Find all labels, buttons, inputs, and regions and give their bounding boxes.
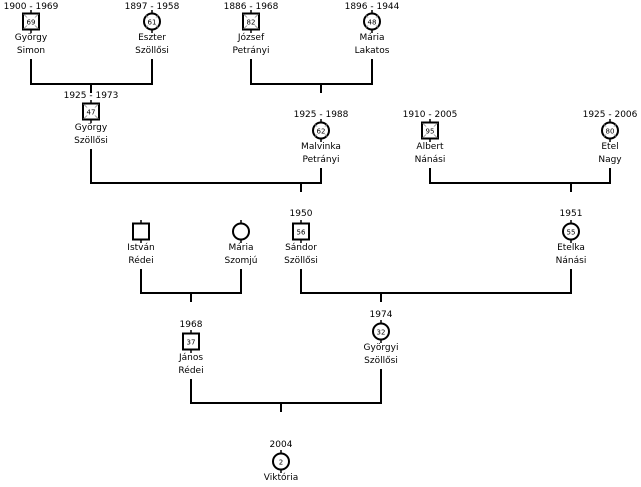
age-label: 32 [377,329,386,337]
person-years: 1897 - 1958 [124,2,180,12]
person-last-name: Szomjú [224,256,258,266]
person-last-name: Petrányi [232,46,270,56]
person-first-name: György [74,123,108,133]
age-label: 55 [567,229,576,237]
person-first-name: József [237,33,265,43]
person-years: 1900 - 1969 [3,2,59,12]
age-label: 82 [247,19,256,27]
person-last-name: Szöllősi [135,46,169,56]
person-years: 1886 - 1968 [223,2,279,12]
person-years: 2004 [269,440,293,450]
person-last-name: Szöllősi [284,256,318,266]
person-last-name: Nagy [598,155,622,165]
person-last-name: Nánási [414,155,446,165]
person-first-name: Albert [416,142,444,152]
person-last-name: Rédei [128,256,154,266]
person-first-name: Mária [359,33,385,43]
person-last-name: Lakatos [354,46,390,56]
person-first-name: Mária [228,243,254,253]
person-first-name: Sándor [285,243,317,253]
person-first-name: Eszter [138,33,166,43]
female-circle-icon[interactable]: 32 [370,320,393,343]
person-first-name: Malvinka [301,142,341,152]
person-last-name: Szöllősi [364,356,398,366]
person-last-name: Petrányi [302,155,340,165]
age-label: 69 [27,19,36,27]
age-label: 62 [317,128,326,136]
female-circle-icon[interactable]: 48 [361,10,384,33]
person-years: 1950 [289,209,313,219]
person-years: 1910 - 2005 [402,110,458,120]
age-label: 95 [426,128,435,136]
age-label: 47 [87,109,96,117]
person-years: 1968 [179,320,203,330]
person-first-name: Etel [601,142,619,152]
male-square-icon[interactable]: 47 [80,100,103,123]
person-first-name: Györgyi [363,343,399,353]
age-label: 2 [279,459,283,467]
female-circle-icon[interactable]: 61 [141,10,164,33]
person-years: 1896 - 1944 [344,2,400,12]
age-label: 56 [297,229,306,237]
age-label: 37 [187,339,196,347]
female-circle-icon[interactable] [230,220,253,243]
person-first-name: György [14,33,48,43]
age-label: 80 [606,128,615,136]
person-years: 1925 - 1973 [63,91,119,101]
person-last-name: Simon [16,46,46,56]
person-first-name: Etelka [557,243,585,253]
female-circle-icon[interactable]: 80 [599,119,622,142]
person-first-name: Viktória [263,473,299,483]
female-circle-icon[interactable]: 62 [310,119,333,142]
age-label: 48 [368,19,377,27]
male-square-icon[interactable]: 56 [290,220,313,243]
female-circle-icon[interactable]: 55 [560,220,583,243]
person-first-name: János [178,353,204,363]
male-square-icon[interactable]: 95 [419,119,442,142]
person-years: 1925 - 2006 [582,110,638,120]
person-last-name: Rédei [178,366,204,376]
person-years: 1974 [369,310,393,320]
male-square-icon[interactable]: 69 [20,10,43,33]
female-circle-icon[interactable]: 2 [270,450,293,473]
person-last-name: Szöllősi [74,136,108,146]
person-years: 1925 - 1988 [293,110,349,120]
male-square-icon[interactable] [130,220,153,243]
age-label: 61 [148,19,157,27]
male-square-icon[interactable]: 37 [180,330,203,353]
person-last-name: Nánási [555,256,587,266]
person-years: 1951 [559,209,583,219]
person-first-name: István [127,243,155,253]
male-square-icon[interactable]: 82 [240,10,263,33]
